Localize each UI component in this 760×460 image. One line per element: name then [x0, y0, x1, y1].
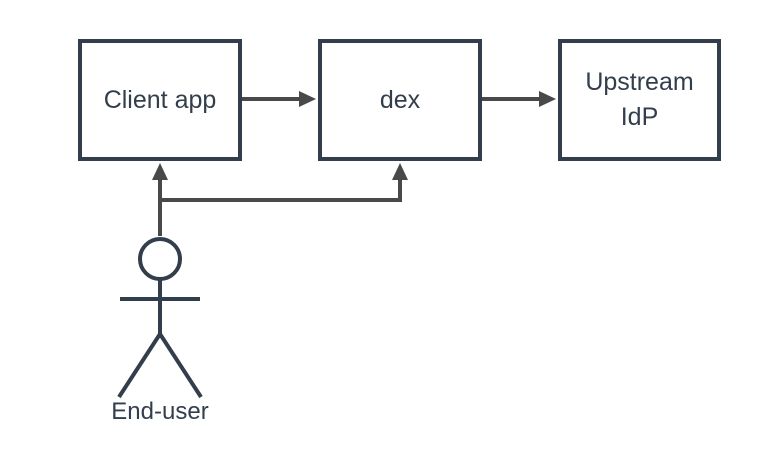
edge-user-to-dex-arrowhead: [392, 163, 408, 180]
node-upstream-idp-label-line2: IdP: [620, 103, 659, 131]
node-dex: dex: [318, 39, 482, 161]
edge-user-to-dex-line: [158, 178, 402, 202]
node-upstream-idp-label-line1: Upstream: [585, 68, 694, 96]
node-client-app: Client app: [78, 39, 242, 161]
actor-head: [138, 237, 182, 281]
actor-end-user: [117, 237, 203, 399]
node-dex-label: dex: [379, 85, 421, 114]
edge-user-to-client-arrowhead: [152, 163, 168, 180]
edge-dex-to-idp-arrowhead: [539, 91, 556, 107]
edge-client-to-dex-arrowhead: [299, 91, 316, 107]
actor-leg-left: [117, 332, 162, 399]
actor-leg-right: [158, 332, 203, 399]
actor-end-user-label: End-user: [111, 398, 209, 425]
node-upstream-idp: Upstream IdP: [558, 39, 721, 161]
node-client-app-label: Client app: [103, 85, 217, 114]
